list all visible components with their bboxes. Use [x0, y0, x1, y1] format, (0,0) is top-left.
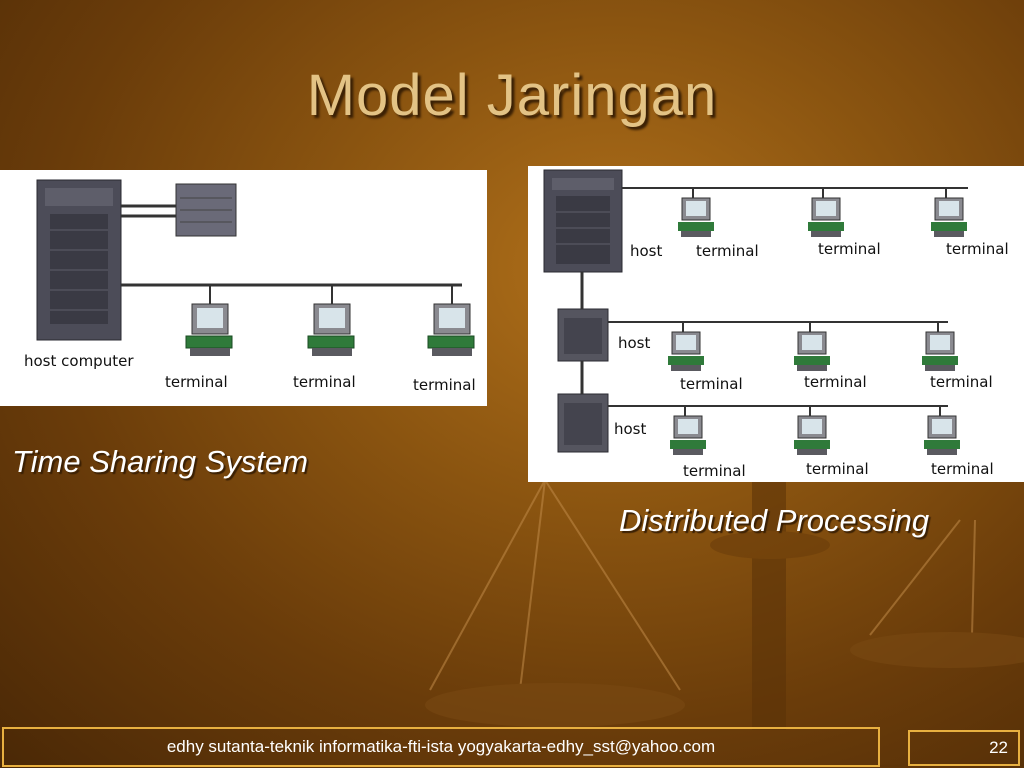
- terminal-icon: [808, 197, 844, 237]
- terminal-label: terminal: [165, 373, 228, 391]
- page-number-box: 22: [908, 730, 1020, 766]
- terminal-label: terminal: [804, 373, 867, 391]
- host-label: host: [614, 420, 646, 438]
- host-computer-label: host computer: [24, 352, 134, 370]
- terminal-label: terminal: [931, 460, 994, 478]
- terminal-label: terminal: [293, 373, 356, 391]
- terminal-icon: [427, 303, 475, 356]
- page-number: 22: [989, 738, 1008, 757]
- host-label: host: [618, 334, 650, 352]
- terminal-icon: [185, 303, 233, 356]
- terminal-icon: [924, 415, 960, 455]
- slide-title: Model Jaringan: [306, 63, 718, 128]
- distributed-processing-diagram: host host host terminal terminal termina…: [528, 166, 1024, 482]
- terminal-icon: [678, 197, 714, 237]
- terminal-icon: [794, 415, 830, 455]
- terminal-label: terminal: [806, 460, 869, 478]
- time-sharing-diagram: host computer terminal terminal terminal: [0, 170, 487, 406]
- host-server-icon: [543, 169, 623, 273]
- terminal-label: terminal: [683, 462, 746, 480]
- terminal-icon: [670, 415, 706, 455]
- footer-text-box: edhy sutanta-teknik informatika-fti-ista…: [2, 727, 880, 767]
- terminal-icon: [668, 331, 704, 371]
- terminal-label: terminal: [413, 376, 476, 394]
- terminal-label: terminal: [818, 240, 881, 258]
- terminal-label: terminal: [930, 373, 993, 391]
- host-server-icon: [557, 393, 609, 453]
- terminal-icon: [931, 197, 967, 237]
- terminal-icon: [794, 331, 830, 371]
- terminal-icon: [922, 331, 958, 371]
- time-sharing-caption: Time Sharing System: [12, 444, 309, 479]
- terminal-label: terminal: [946, 240, 1009, 258]
- distributed-processing-caption: Distributed Processing: [619, 503, 930, 538]
- host-computer-icon: [36, 179, 122, 341]
- host-label: host: [630, 242, 662, 260]
- storage-unit-icon: [175, 183, 237, 237]
- host-server-icon: [557, 308, 609, 362]
- terminal-icon: [307, 303, 355, 356]
- terminal-label: terminal: [680, 375, 743, 393]
- footer-text: edhy sutanta-teknik informatika-fti-ista…: [166, 737, 716, 756]
- terminal-label: terminal: [696, 242, 759, 260]
